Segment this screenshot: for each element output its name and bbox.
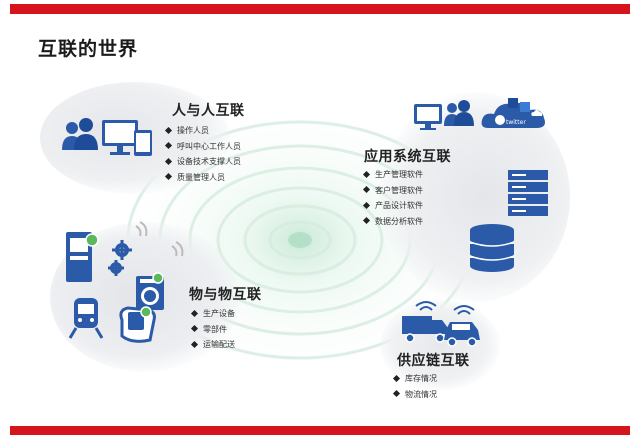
list-item: 物流情况 bbox=[392, 387, 437, 403]
list-item: 设备技术支撑人员 bbox=[164, 154, 241, 170]
section-title-things: 物与物互联 bbox=[189, 287, 262, 303]
people-list: 操作人员 呼叫中心工作人员 设备技术支撑人员 质量管理人员 bbox=[164, 123, 241, 185]
car-icon bbox=[444, 322, 480, 347]
washer-icon bbox=[136, 272, 164, 310]
apps-top-icon-group: twitter bbox=[414, 98, 545, 130]
hand-device-icon bbox=[119, 306, 156, 343]
list-item: 生产设备 bbox=[190, 306, 235, 322]
train-icon bbox=[68, 298, 104, 339]
list-item: 库存情况 bbox=[392, 371, 437, 387]
section-title-supply: 供应链互联 bbox=[397, 353, 470, 369]
database-icon bbox=[469, 224, 515, 272]
things-list: 生产设备 零部件 运输配送 bbox=[190, 306, 235, 353]
apps-list: 生产管理软件 客户管理软件 产品设计软件 数据分析软件 bbox=[362, 167, 423, 229]
list-item: 操作人员 bbox=[164, 123, 241, 139]
truck-icon bbox=[402, 316, 448, 343]
wifi-icon bbox=[415, 301, 475, 315]
bottom-red-bar bbox=[10, 426, 630, 435]
list-item: 零部件 bbox=[190, 322, 235, 338]
people-icon-group bbox=[62, 118, 152, 156]
top-red-bar bbox=[10, 4, 630, 14]
tablet-icon bbox=[134, 130, 152, 156]
users-icon bbox=[62, 118, 98, 150]
things-icon-group bbox=[66, 221, 184, 343]
wifi-icon bbox=[135, 221, 184, 257]
page-title: 互联的世界 bbox=[38, 38, 139, 60]
list-item: 客户管理软件 bbox=[362, 183, 423, 199]
list-item: 质量管理人员 bbox=[164, 170, 241, 186]
list-item: 数据分析软件 bbox=[362, 214, 423, 230]
list-item: 运输配送 bbox=[190, 337, 235, 353]
monitor-icon bbox=[414, 104, 442, 130]
supply-list: 库存情况 物流情况 bbox=[392, 371, 437, 402]
gears-icon bbox=[108, 240, 132, 276]
kiosk-icon bbox=[66, 232, 99, 282]
list-item: 生产管理软件 bbox=[362, 167, 423, 183]
cloud-icon: twitter bbox=[481, 98, 545, 128]
monitor-icon bbox=[102, 120, 138, 155]
section-title-apps: 应用系统互联 bbox=[364, 149, 451, 165]
users-icon bbox=[444, 100, 474, 126]
cloud-label: twitter bbox=[506, 119, 526, 126]
supply-bg-circle bbox=[380, 300, 500, 390]
supply-icon-group bbox=[402, 301, 480, 347]
server-icon bbox=[508, 170, 548, 216]
section-title-people: 人与人互联 bbox=[172, 103, 245, 119]
list-item: 产品设计软件 bbox=[362, 198, 423, 214]
list-item: 呼叫中心工作人员 bbox=[164, 139, 241, 155]
